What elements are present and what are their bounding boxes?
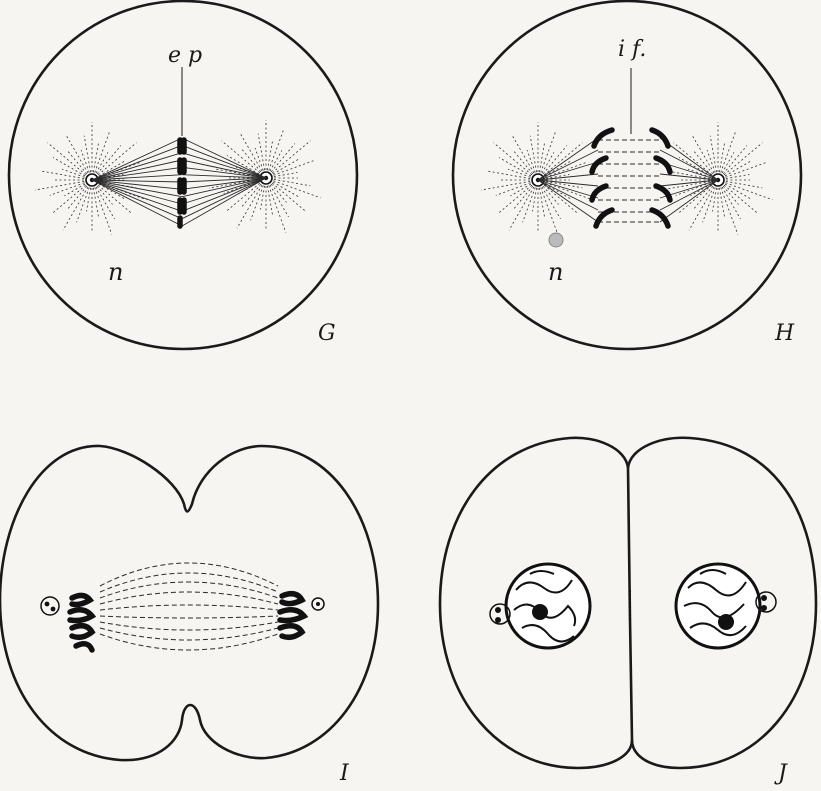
panel-label-g: G <box>318 321 336 346</box>
panel-i: I <box>0 446 378 786</box>
daughter-nucleus-left-j <box>506 564 590 648</box>
chromatin-mass-right-i <box>280 594 304 638</box>
aster-right-h <box>661 122 773 235</box>
panel-label-j: J <box>774 761 788 786</box>
cell-outline-i <box>0 446 378 760</box>
stippled-granule <box>549 233 563 247</box>
panel-label-h: H <box>774 321 795 346</box>
panel-label-i: I <box>339 761 350 786</box>
panel-h: i f. n H <box>453 1 801 349</box>
panel-j: J <box>440 438 816 786</box>
centrosome-left-i <box>41 597 59 615</box>
equatorial-plate-g <box>180 140 184 226</box>
label-ep: e p <box>168 43 202 68</box>
aster-left-h <box>481 122 593 235</box>
centrosome-right-i <box>312 598 324 610</box>
daughter-chromosomes-right-h <box>652 130 670 226</box>
chromatin-mass-left-i <box>70 595 92 650</box>
label-n-h: n <box>548 258 563 286</box>
panel-g: e p n G <box>9 1 357 349</box>
label-if: i f. <box>618 37 646 62</box>
spindle-i <box>100 563 278 650</box>
label-n-g: n <box>108 258 123 286</box>
daughter-nucleus-right-j <box>676 564 760 648</box>
aster-left-g <box>35 122 147 235</box>
